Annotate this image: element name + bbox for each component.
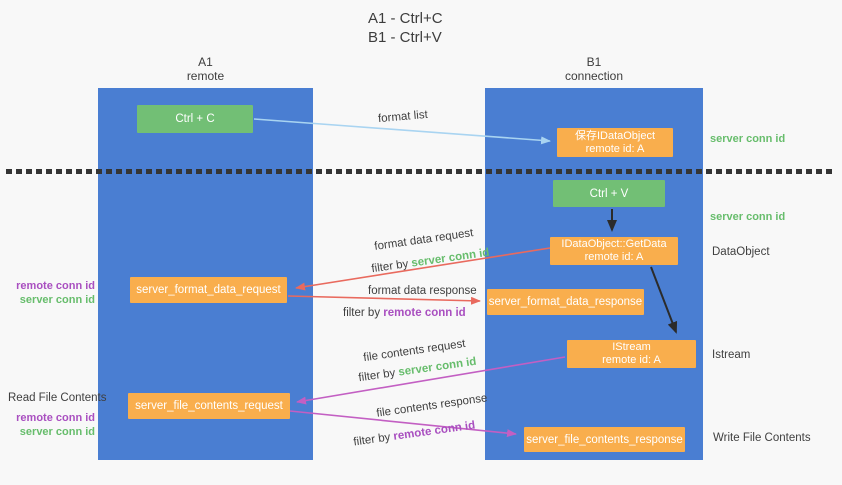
filter-by-text-2: filter by: [343, 307, 381, 319]
label-filter-by-server-conn-1: filter by server conn id: [371, 247, 490, 275]
label-conn-ids-left-top: remote conn id server conn id: [10, 279, 95, 307]
label-remote-conn-id-left-top: remote conn id: [16, 280, 95, 292]
label-filter-by-remote-conn-2: filter by remote conn id: [353, 420, 476, 449]
node-save-idataobject-line1: 保存IDataObject: [574, 129, 656, 142]
filter-remote-conn-id-2: remote conn id: [392, 419, 476, 443]
node-server-format-data-response: server_format_data_response: [487, 289, 644, 315]
node-ctrl-c: Ctrl + C: [137, 105, 253, 133]
node-server-file-contents-request: server_file_contents_request: [128, 393, 290, 419]
node-istream: IStream remote id: A: [567, 340, 696, 368]
node-istream-line1: IStream: [612, 341, 651, 353]
filter-server-conn-id-2: server conn id: [397, 355, 478, 379]
label-format-list: format list: [377, 108, 429, 126]
label-server-conn-id-mid-right: server conn id: [710, 211, 786, 223]
node-server-file-contents-response-label: server_file_contents_response: [526, 433, 683, 446]
label-write-file-contents: Write File Contents: [713, 432, 811, 444]
label-remote-conn-id-left-bottom: remote conn id: [16, 412, 95, 424]
title-line-1: A1 - Ctrl+C: [368, 10, 443, 27]
label-read-file-contents: Read File Contents: [8, 392, 107, 404]
node-ctrl-c-label: Ctrl + C: [175, 113, 215, 125]
node-idataobject-getdata-line2: remote id: A: [584, 251, 644, 263]
title-line-2: B1 - Ctrl+V: [368, 29, 442, 46]
label-dataobject: DataObject: [712, 246, 770, 258]
node-idataobject-getdata: IDataObject::GetData remote id: A: [550, 237, 678, 265]
label-format-data-request: format data request: [373, 227, 475, 253]
lane-b1-subtitle: connection: [564, 69, 624, 83]
label-conn-ids-left-bottom: remote conn id server conn id: [10, 411, 95, 439]
phase-separator-dotted-line: [6, 169, 836, 174]
label-format-data-response: format data response: [368, 285, 477, 297]
label-server-conn-id-left-top: server conn id: [19, 294, 95, 306]
diagram-title: A1 - Ctrl+C B1 - Ctrl+V: [368, 9, 443, 47]
label-server-conn-id-left-bottom: server conn id: [19, 426, 95, 438]
node-server-file-contents-request-label: server_file_contents_request: [135, 400, 283, 412]
lane-a1-title: A1: [198, 55, 213, 69]
lane-header-b1: B1 connection: [485, 55, 703, 83]
node-istream-line2: remote id: A: [602, 354, 661, 366]
label-filter-by-remote-conn-1: filter by remote conn id: [343, 307, 466, 319]
node-server-format-data-request: server_format_data_request: [130, 277, 287, 303]
filter-remote-conn-id-1: remote conn id: [383, 307, 466, 319]
label-istream: Istream: [712, 349, 751, 361]
label-server-conn-id-top-right: server conn id: [710, 133, 786, 145]
filter-by-text-3: filter by: [357, 367, 397, 385]
node-idataobject-getdata-line1: IDataObject::GetData: [561, 238, 667, 250]
label-file-contents-response: file contents response: [375, 392, 489, 420]
node-server-format-data-response-label: server_format_data_response: [488, 296, 643, 308]
lane-header-a1: A1 remote: [98, 55, 313, 83]
filter-by-text-4: filter by: [352, 431, 392, 449]
node-server-format-data-request-label: server_format_data_request: [136, 284, 281, 296]
node-save-idataobject-line2: remote id: A: [585, 142, 645, 155]
node-save-idataobject: 保存IDataObject remote id: A: [557, 128, 673, 157]
filter-by-text-1: filter by: [370, 258, 410, 276]
node-ctrl-v-label: Ctrl + V: [589, 187, 629, 200]
node-ctrl-v: Ctrl + V: [553, 180, 665, 207]
lane-a1-subtitle: remote: [186, 69, 225, 83]
lane-b1-title: B1: [586, 55, 602, 69]
node-server-file-contents-response: server_file_contents_response: [524, 427, 685, 452]
filter-server-conn-id-1: server conn id: [410, 246, 491, 270]
